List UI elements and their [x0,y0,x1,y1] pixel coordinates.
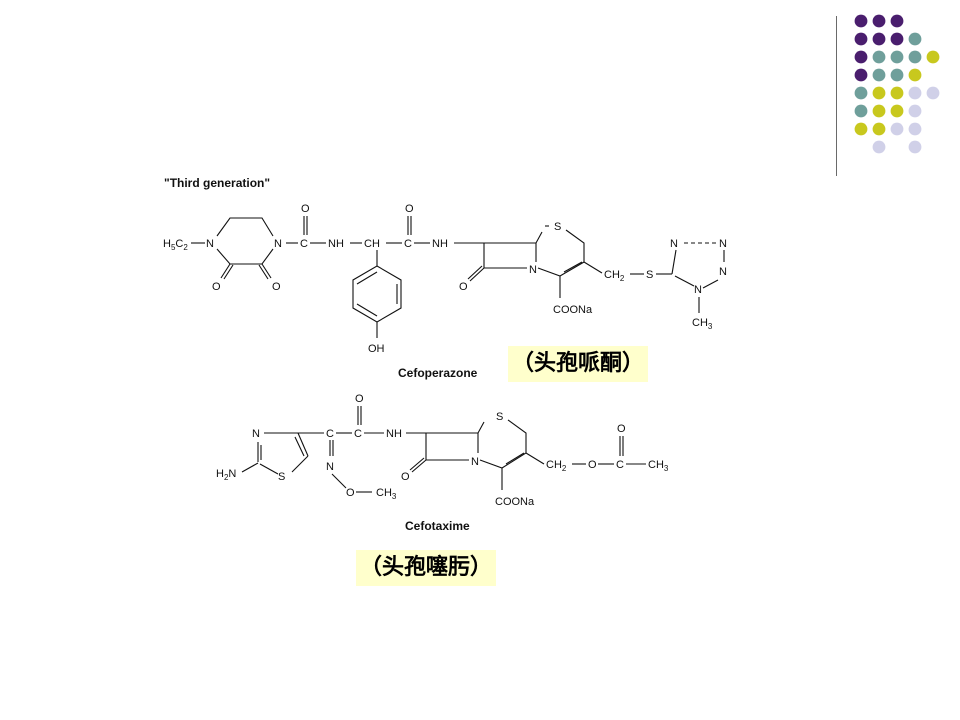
cefotaxime-structure: H2N N S C N O CH3 C O NH O N [216,393,669,533]
decorative-dot [908,140,922,154]
atom-s-link: S [646,269,653,281]
decorative-dot [872,86,886,100]
decorative-dot [872,32,886,46]
atom-ch3: CH3 [692,317,713,331]
decorative-dot [890,68,904,82]
decorative-dot [872,122,886,136]
decorative-dot [872,14,886,28]
atom-coona-cefotaxime: COONa [495,496,535,508]
atom-nh1: NH [328,238,344,250]
decorative-dot [890,50,904,64]
atom-o-lactam-cefotaxime: O [401,471,410,483]
cefoperazone-structure: H5C2 N N O O C O NH CH C O NH [163,203,727,380]
decorative-dot [890,122,904,136]
atom-s-ring: S [554,221,561,233]
atom-ch3-ester: CH3 [648,459,669,473]
decorative-dot [890,32,904,46]
atom-tz-n3: N [719,266,727,278]
atom-o-oxime: O [346,487,355,499]
atom-nh-cefotaxime: NH [386,428,402,440]
decorative-dot [908,50,922,64]
decorative-dot [926,86,940,100]
atom-ch2: CH2 [604,269,625,283]
decorative-dot [908,86,922,100]
atom-o-ester: O [588,459,597,471]
atom-c1-cefotaxime: C [326,428,334,440]
atom-o-c1: O [301,203,310,215]
decorative-dot [854,50,868,64]
atom-tz-n2: N [719,238,727,250]
atom-n2: N [274,238,282,250]
atom-c1: C [300,238,308,250]
compound-name-cefotaxime: Cefotaxime [405,519,470,533]
atom-o-lactam: O [459,281,468,293]
atom-o-right: O [272,281,281,293]
decorative-dot [890,104,904,118]
atom-h2n: H2N [216,468,236,482]
chinese-label-cefoperazone: （头孢哌酮） [508,346,649,382]
atom-thz-n: N [252,428,260,440]
decorative-dot [854,32,868,46]
atom-o-c2: O [405,203,414,215]
atom-thz-s: S [278,471,285,483]
decorative-dot [890,86,904,100]
atom-ethyl: H5C2 [163,238,188,252]
chinese-label-cefotaxime: （头孢噻肟） [356,550,497,586]
decorative-dot [854,86,868,100]
atom-s-ring-cefotaxime: S [496,411,503,423]
decorative-dot [854,68,868,82]
atom-n-ring-cefotaxime: N [471,456,479,468]
atom-o-c-ester: O [617,423,626,435]
decorative-dot [872,50,886,64]
decorative-dot [854,122,868,136]
heading-third-generation: "Third generation" [164,176,270,190]
decorative-dot [908,32,922,46]
decorative-dot [872,68,886,82]
atom-c-ester: C [616,459,624,471]
decorative-vertical-line [836,16,837,176]
decorative-dot [908,122,922,136]
atom-n1: N [206,238,214,250]
atom-tz-n1: N [670,238,678,250]
atom-o-left: O [212,281,221,293]
decorative-dot [872,140,886,154]
atom-ch2-cefotaxime: CH2 [546,459,567,473]
decorative-dot [854,14,868,28]
decorative-dot [890,14,904,28]
atom-nh2: NH [432,238,448,250]
compound-name-cefoperazone: Cefoperazone [398,366,478,380]
decorative-dot [926,50,940,64]
atom-c2: C [404,238,412,250]
atom-o-c2-cefotaxime: O [355,393,364,405]
decorative-dot [908,104,922,118]
decorative-dot [854,104,868,118]
atom-coona: COONa [553,304,593,316]
atom-ch3-oxime: CH3 [376,487,397,501]
decorative-dot [872,104,886,118]
atom-tz-n4: N [694,284,702,296]
atom-c2-cefotaxime: C [354,428,362,440]
decorative-dot [908,68,922,82]
atom-ch: CH [364,238,380,250]
atom-n-oxime: N [326,461,334,473]
atom-n-ring: N [529,264,537,276]
atom-oh: OH [368,343,385,355]
